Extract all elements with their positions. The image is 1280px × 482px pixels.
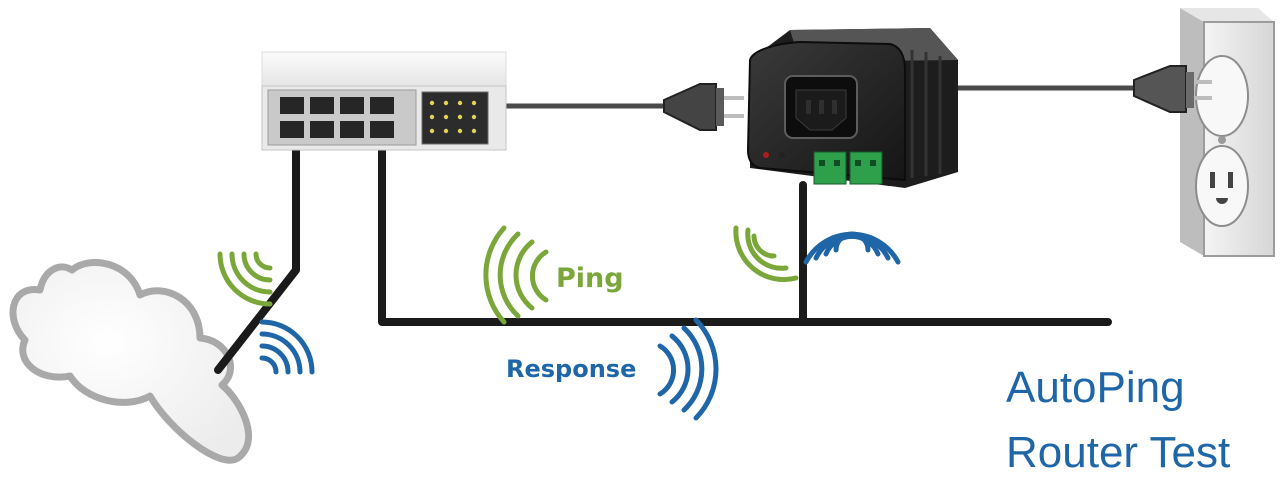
lan-cable [378,131,1112,326]
ping-wave-icon [483,225,549,325]
cables [214,131,1112,374]
network-switch-icon [261,51,507,151]
network-switch [261,51,507,151]
response-wave-icon [657,317,719,421]
plug-icon [663,83,744,131]
power-switch-icon [746,28,958,188]
ping-wave-icon [733,225,799,283]
power-switch-plug [663,83,744,131]
response-label: Response [506,355,636,383]
autoping-power-switch [746,28,958,188]
ping-wave-icon [217,251,273,307]
wall-outlet [1180,8,1275,257]
wall-outlet-icon [1180,8,1275,257]
title-line-1: AutoPing [1006,363,1185,412]
plug-icon [1133,65,1212,113]
internet-cloud [9,259,253,464]
cloud-icon [9,259,253,464]
ping-label: Ping [556,263,624,294]
outlet-plug [1133,65,1212,113]
title-line-2: Router Test [1006,428,1230,477]
response-wave-icon [803,231,901,265]
response-wave-icon [259,319,315,375]
power-cables [502,85,1143,109]
internet-cable [214,131,300,374]
